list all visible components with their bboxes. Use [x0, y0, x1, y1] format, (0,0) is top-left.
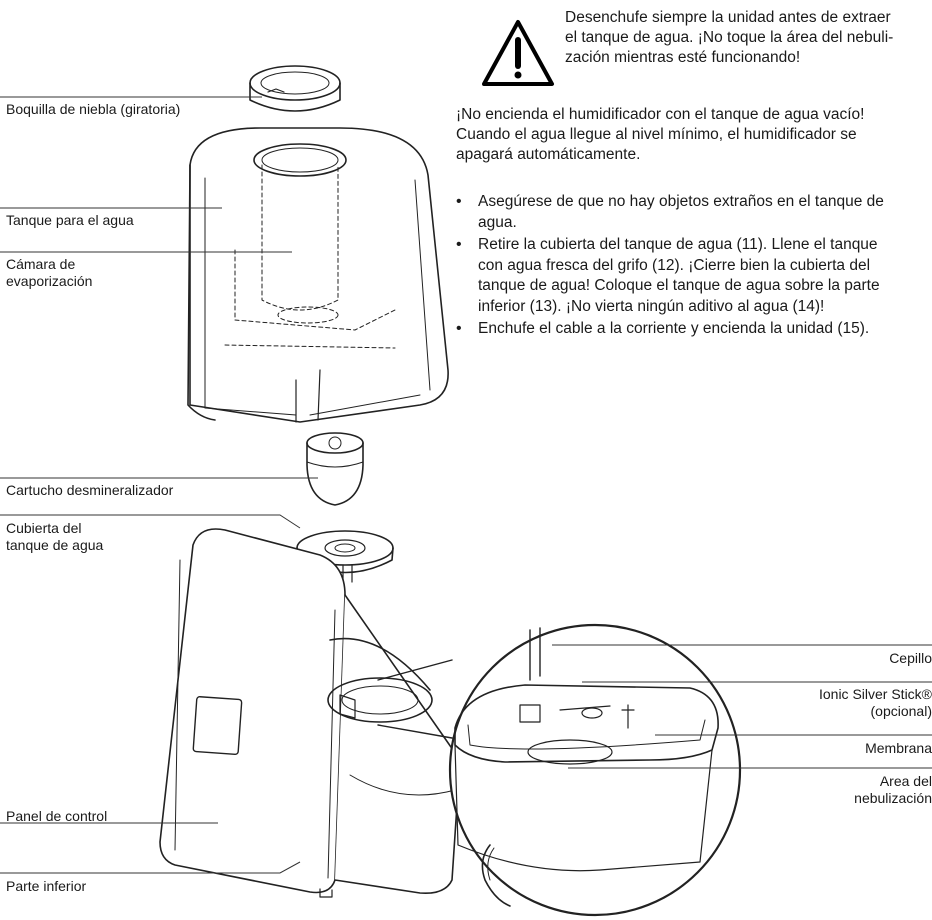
detail-magnifier-circle	[377, 623, 742, 917]
label-ionic-silver-stick: Ionic Silver Stick® (opcional)	[818, 686, 932, 719]
intro-paragraph: ¡No encienda el humidificador con el tan…	[456, 106, 865, 163]
label-mist-area: Area del nebulización	[854, 773, 932, 806]
instruction-step: Asegúrese de que no hay objetos extraños…	[456, 192, 902, 233]
label-tank-cover: Cubierta del tanque de agua	[6, 520, 104, 553]
base-unit-part	[159, 528, 461, 898]
instruction-step: Retire la cubierta del tanque de agua (1…	[456, 235, 902, 317]
label-evap-chamber: Cámara de evaporización	[6, 256, 93, 289]
label-mist-nozzle: Boquilla de niebla (giratoria)	[6, 101, 181, 117]
mist-nozzle-part	[249, 65, 341, 112]
label-brush: Cepillo	[889, 650, 932, 666]
instruction-list: Asegúrese de que no hay objetos extraños…	[456, 192, 902, 342]
warning-triangle-icon	[482, 20, 554, 86]
label-water-tank: Tanque para el agua	[6, 212, 134, 228]
instruction-step: Enchufe el cable a la corriente y encien…	[456, 319, 902, 340]
warning-text: Desenchufe siempre la unidad antes de ex…	[565, 9, 894, 66]
label-cartridge: Cartucho desmineralizador	[6, 482, 174, 498]
label-membrane: Membrana	[865, 740, 932, 756]
label-control-panel: Panel de control	[6, 808, 108, 824]
cartridge-part	[306, 432, 364, 506]
water-tank-part	[187, 127, 449, 423]
label-base: Parte inferior	[6, 878, 87, 894]
